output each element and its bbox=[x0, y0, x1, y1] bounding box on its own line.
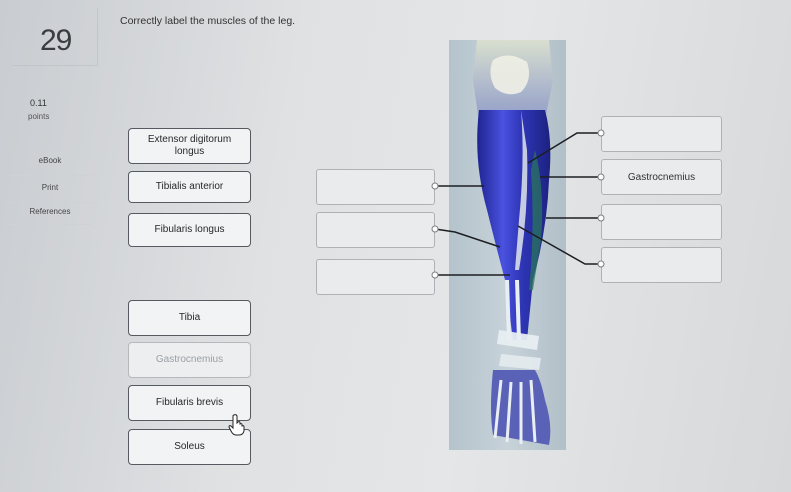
label-gastrocnemius-used: Gastrocnemius bbox=[128, 342, 251, 378]
label-soleus[interactable]: Soleus bbox=[128, 429, 251, 465]
print-link[interactable]: Print bbox=[8, 181, 92, 203]
question-number: 29 bbox=[40, 24, 72, 57]
references-link[interactable]: References bbox=[8, 205, 92, 225]
drop-zone-right-2[interactable]: Gastrocnemius bbox=[601, 159, 722, 195]
label-extensor-digitorum-longus[interactable]: Extensor digitorum longus bbox=[128, 128, 251, 164]
points-value: 0.11 bbox=[30, 98, 47, 108]
drop-zone-right-4[interactable] bbox=[601, 247, 722, 283]
drop-zone-right-1[interactable] bbox=[601, 116, 722, 152]
question-sidebar: 29 0.11 points eBook Print References bbox=[0, 0, 100, 492]
label-tibialis-anterior[interactable]: Tibialis anterior bbox=[128, 171, 251, 203]
label-tibia[interactable]: Tibia bbox=[128, 300, 251, 336]
drop-zone-left-2[interactable] bbox=[316, 212, 435, 248]
ebook-link[interactable]: eBook bbox=[8, 154, 92, 176]
drop-zone-right-3[interactable] bbox=[601, 204, 722, 240]
question-number-box bbox=[12, 8, 98, 66]
label-fibularis-brevis[interactable]: Fibularis brevis bbox=[128, 385, 251, 421]
leg-illustration bbox=[449, 40, 566, 450]
points-label: points bbox=[28, 112, 50, 121]
drop-zone-left-1[interactable] bbox=[316, 169, 435, 205]
question-instruction: Correctly label the muscles of the leg. bbox=[120, 15, 296, 27]
label-fibularis-longus[interactable]: Fibularis longus bbox=[128, 213, 251, 247]
leg-anatomy-image bbox=[449, 40, 566, 450]
hand-pointer-icon bbox=[228, 414, 245, 436]
drop-zone-left-3[interactable] bbox=[316, 259, 435, 295]
